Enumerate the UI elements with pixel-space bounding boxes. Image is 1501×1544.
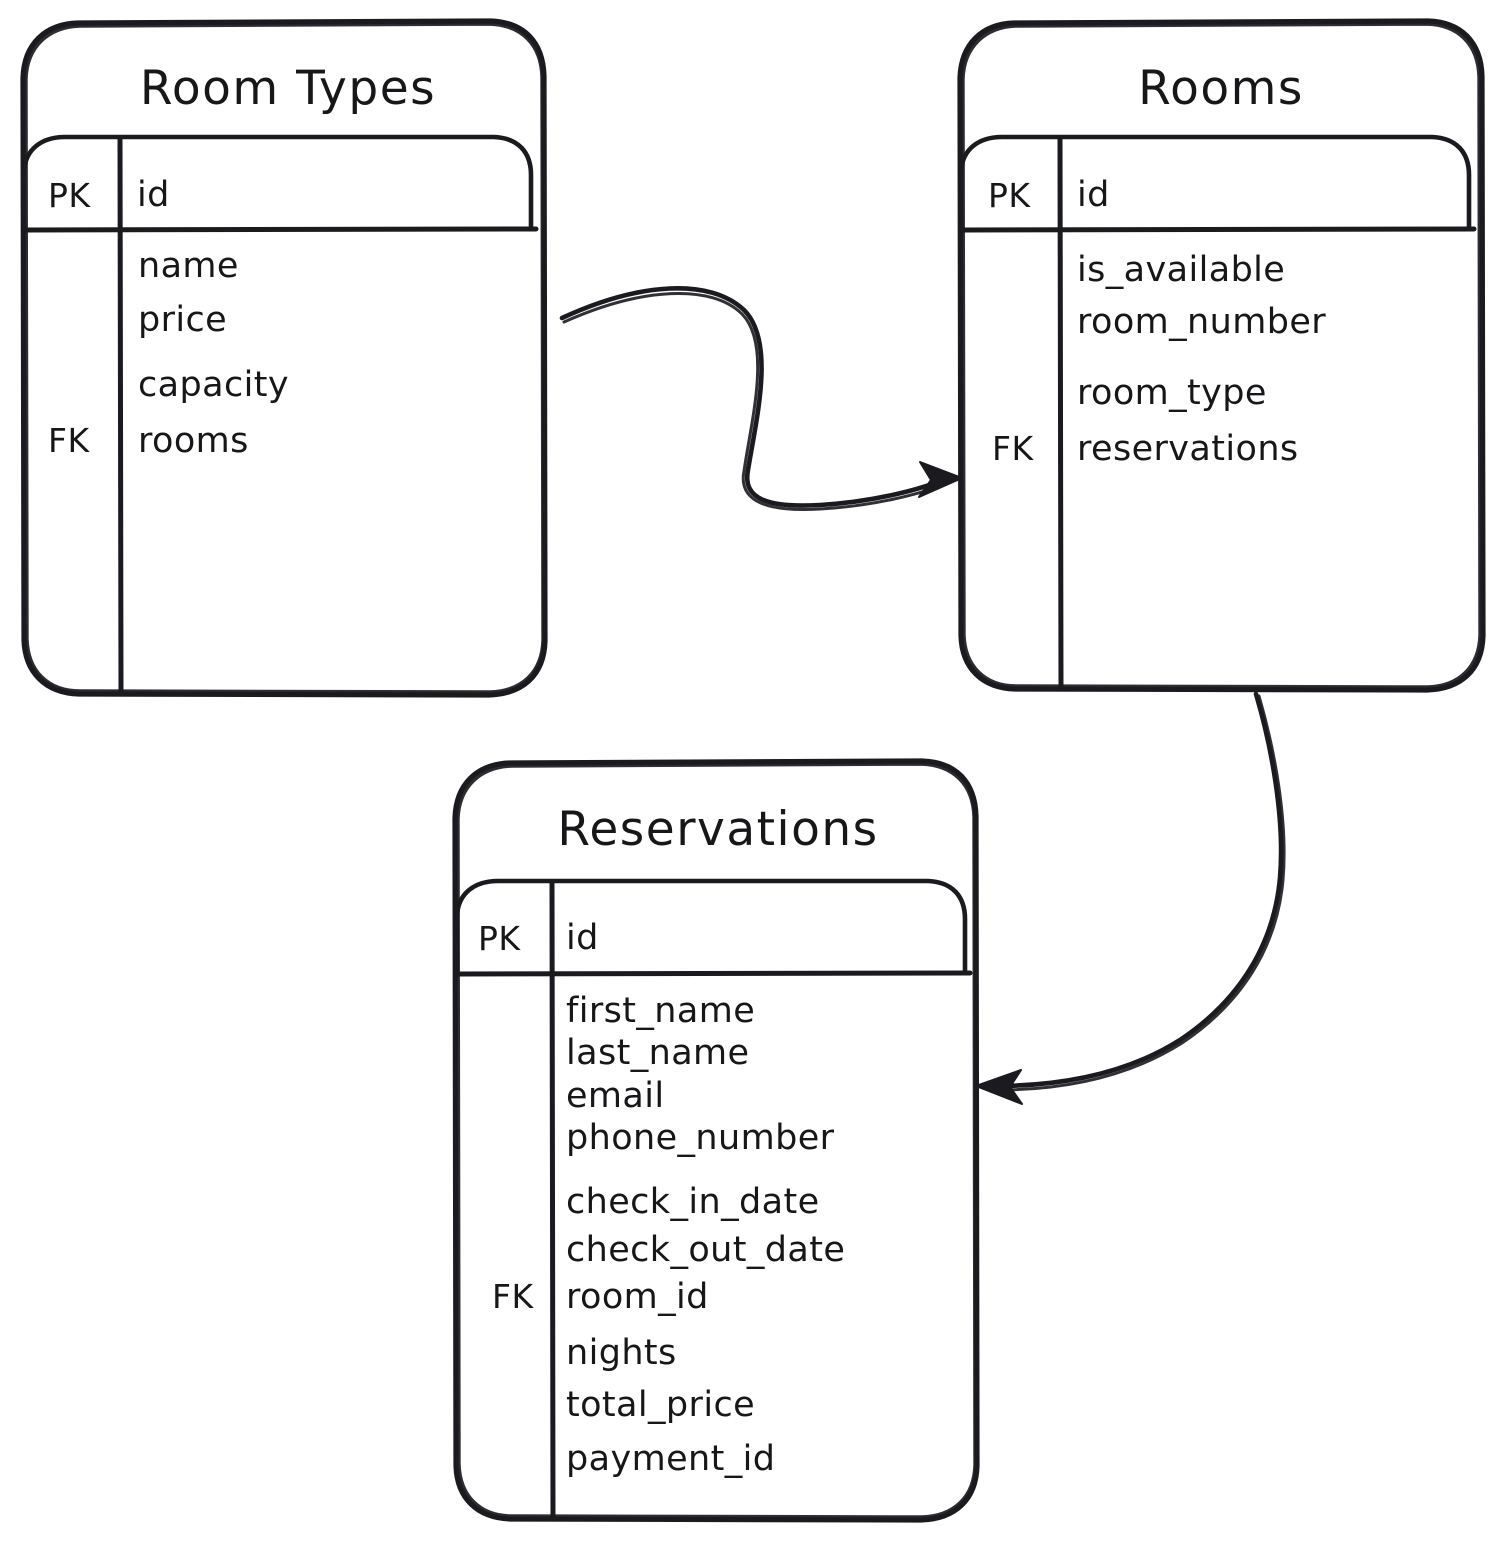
entity-reservations-field-8: total_price — [566, 1385, 755, 1425]
entity-room-types-key-divider — [117, 136, 124, 697]
entity-reservations-header-outline — [454, 878, 968, 975]
entity-room-types-field-2: capacity — [138, 365, 289, 405]
entity-reservations-field-5: check_out_date — [566, 1230, 845, 1270]
entity-rooms-header-outline — [958, 134, 1472, 231]
entity-room-types-outline-sketch — [24, 22, 545, 694]
entity-reservations-field-6: room_id — [566, 1277, 709, 1317]
entity-rooms-pk-label: PK — [988, 176, 1031, 215]
entity-rooms-fk-label: FK — [992, 429, 1034, 468]
entity-room-types-field-0: name — [138, 246, 239, 286]
entity-room-types-pk-field: id — [137, 175, 170, 215]
relationship-rooms-to-reservations[interactable] — [975, 691, 1286, 1105]
entity-reservations[interactable]: Reservations PK id FK first_name last_na… — [452, 758, 980, 1523]
entity-rooms-outline-sketch — [961, 22, 1482, 689]
entity-room-types-title: Room Types — [140, 61, 436, 116]
entity-reservations-field-3: phone_number — [566, 1118, 835, 1158]
entity-reservations-pk-field: id — [566, 918, 599, 958]
entity-reservations-field-7: nights — [566, 1333, 677, 1373]
entity-reservations-field-9: payment_id — [566, 1439, 775, 1479]
entity-reservations-pk-label: PK — [478, 919, 521, 958]
entity-room-types[interactable]: Room Types PK id FK name price capacity … — [20, 18, 548, 698]
entity-rooms[interactable]: Rooms PK id FK is_available room_number … — [957, 18, 1486, 693]
entity-room-types-outline — [20, 18, 548, 698]
relationship-room-types-to-rooms-line — [559, 286, 943, 508]
relationship-room-types-to-rooms[interactable] — [559, 286, 963, 511]
entity-reservations-outline — [452, 758, 980, 1523]
entity-reservations-field-0: first_name — [566, 991, 755, 1031]
entity-reservations-title: Reservations — [557, 802, 878, 857]
entity-reservations-fk-label: FK — [492, 1277, 534, 1316]
entity-rooms-key-divider — [1057, 136, 1064, 692]
relationship-rooms-to-reservations-line-sketch — [995, 694, 1286, 1092]
entity-room-types-fk-label: FK — [48, 421, 90, 460]
entity-reservations-field-2: email — [566, 1076, 665, 1116]
entity-rooms-field-3: reservations — [1077, 429, 1299, 469]
entity-rooms-pk-field: id — [1077, 175, 1110, 215]
entity-rooms-header-rule — [959, 226, 1477, 233]
entity-reservations-field-4: check_in_date — [566, 1182, 820, 1222]
entity-rooms-field-1: room_number — [1077, 302, 1326, 342]
relationship-rooms-to-reservations-arrowhead — [975, 1069, 1023, 1105]
entity-reservations-key-divider — [549, 880, 556, 1522]
entity-room-types-field-1: price — [138, 300, 227, 340]
entity-room-types-field-3: rooms — [138, 421, 249, 461]
relationship-rooms-to-reservations-line — [992, 691, 1284, 1089]
entity-rooms-field-2: room_type — [1077, 373, 1267, 413]
entity-rooms-title: Rooms — [1138, 61, 1304, 116]
entity-reservations-field-1: last_name — [566, 1033, 750, 1073]
entity-reservations-outline-sketch — [456, 762, 977, 1519]
entity-room-types-header-rule — [22, 226, 539, 233]
entity-rooms-field-0: is_available — [1077, 250, 1285, 290]
entity-rooms-outline — [957, 18, 1486, 693]
entity-room-types-header-outline — [21, 134, 534, 231]
relationship-room-types-to-rooms-line-sketch — [562, 291, 944, 511]
relationship-room-types-to-rooms-arrowhead — [918, 461, 963, 498]
entity-room-types-pk-label: PK — [48, 176, 91, 215]
entity-reservations-header-rule — [455, 970, 973, 977]
